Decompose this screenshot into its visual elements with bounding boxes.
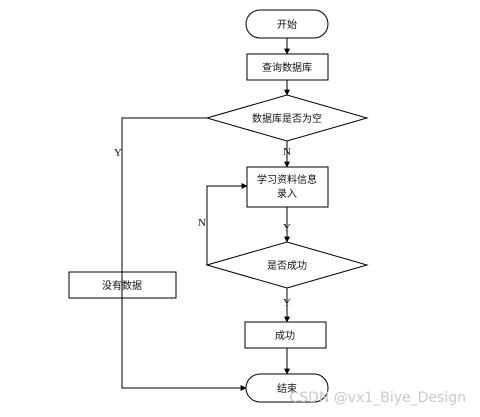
- enter-info-process: 学习资料信息 录入: [246, 166, 329, 208]
- success-decision: 是否成功: [205, 241, 369, 289]
- success-process: 成功: [244, 321, 327, 349]
- edge-label-empty-no: N: [283, 146, 291, 158]
- query-db-label: 查询数据库: [262, 61, 312, 74]
- query-db-process: 查询数据库: [246, 53, 329, 81]
- edge-empty-yes-left: [121, 117, 247, 391]
- watermark: CSDN @vx1_Biye_Design: [289, 390, 466, 406]
- edge-success-fail-loop: [206, 183, 248, 265]
- connectors: [121, 38, 290, 391]
- enter-info-label-line1: 学习资料信息: [257, 173, 317, 186]
- success-decision-label: 是否成功: [267, 260, 307, 272]
- edge-label-check-ok: Y: [283, 297, 291, 309]
- end-terminal: 结束: [245, 373, 329, 403]
- edge-label-check-fail: N: [198, 217, 206, 229]
- start-label: 开始: [277, 18, 297, 31]
- db-empty-label: 数据库是否为空: [252, 112, 322, 125]
- end-label: 结束: [277, 382, 297, 395]
- db-empty-decision: 数据库是否为空: [205, 94, 369, 142]
- edge-label-enter-yes: Y: [283, 222, 291, 234]
- enter-info-label-line2: 录入: [277, 188, 297, 200]
- success-label: 成功: [275, 330, 295, 342]
- edge-label-empty-yes: Y: [114, 147, 122, 159]
- start-terminal: 开始: [245, 9, 329, 39]
